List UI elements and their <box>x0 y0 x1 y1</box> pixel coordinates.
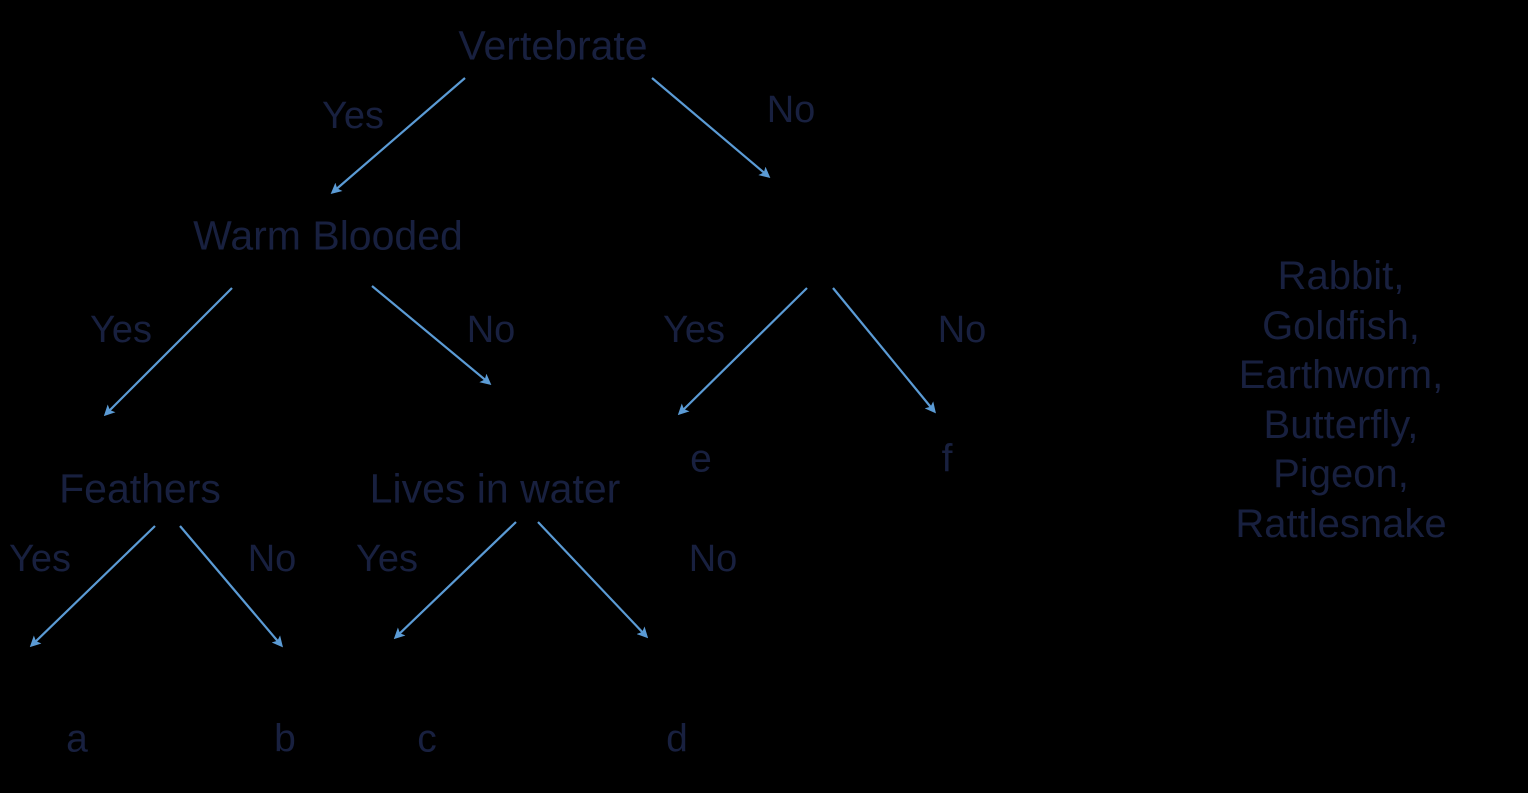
word-bank-item: Pigeon, <box>1273 452 1409 497</box>
tree-node-leaf_f: f <box>941 437 953 481</box>
edge-label-warm-no: No <box>466 309 516 351</box>
edge-label-feathers-no: No <box>247 538 297 580</box>
word-bank-item: Goldfish, <box>1262 303 1420 348</box>
word-bank: Rabbit, Goldfish, Earthworm,Butterfly, Pige… <box>1235 252 1446 550</box>
tree-node-leaf_e: e <box>690 437 712 481</box>
tree-node-warm_blooded: Warm Blooded <box>193 212 463 259</box>
edge-label-water-yes: Yes <box>356 538 418 580</box>
word-bank-item: Earthworm, <box>1238 353 1444 398</box>
word-bank-item: Butterfly, <box>1263 402 1419 447</box>
tree-node-root: Vertebrate <box>458 22 648 69</box>
tree-edge-root-no <box>651 77 771 178</box>
tree-edge-invert-no <box>832 287 936 414</box>
edge-label-feathers-yes: Yes <box>9 538 71 580</box>
edge-label-warm-yes: Yes <box>90 309 152 351</box>
tree-node-leaf_d: d <box>666 717 688 761</box>
tree-node-feathers: Feathers <box>59 465 221 512</box>
tree-edge-water-no <box>537 521 649 639</box>
tree-node-leaf_c: c <box>417 717 437 761</box>
word-bank-item: Rabbit, <box>1277 254 1405 298</box>
tree-node-lives_water: Lives in water <box>369 465 621 512</box>
word-bank-item: Rattlesnake <box>1235 501 1447 546</box>
edge-label-water-no: No <box>688 538 738 580</box>
tree-node-leaf_a: a <box>66 717 88 761</box>
tree-edge-warm-yes <box>103 287 233 417</box>
edge-label-root-no: No <box>766 89 816 131</box>
edge-label-invert-no: No <box>937 309 987 351</box>
edge-label-root-yes: Yes <box>322 95 384 137</box>
tree-node-leaf_b: b <box>274 717 296 761</box>
edge-label-invert-yes: Yes <box>663 309 725 351</box>
